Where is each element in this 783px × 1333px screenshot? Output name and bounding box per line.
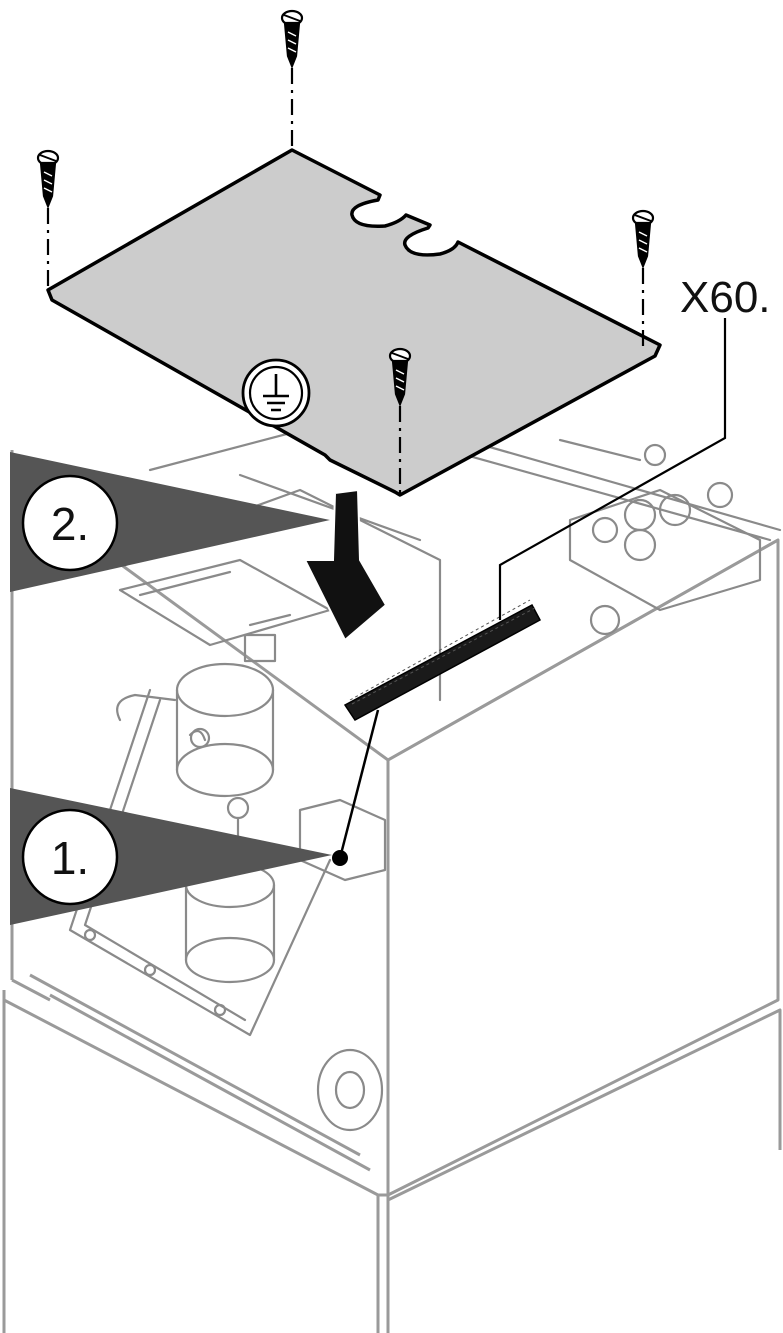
terminal-strip-ridges: [349, 599, 536, 705]
screw-front: [388, 347, 412, 407]
screw-right: [631, 209, 655, 269]
callout-2: 2.: [21, 474, 119, 572]
terminal-stud-5: [706, 481, 734, 509]
ground-cable-line: [338, 709, 380, 859]
protective-earth-icon: [241, 358, 311, 428]
ground-cable-end: [332, 850, 348, 866]
compressor-top: [175, 662, 275, 718]
x60-leader: [498, 318, 727, 620]
screw-left: [36, 149, 60, 209]
callout-2-circle: [21, 474, 119, 572]
cover-plate-shape: [46, 148, 662, 497]
callout-1-label: 1.: [51, 832, 89, 884]
terminal-stud-6: [643, 443, 667, 467]
terminal-stud-4: [591, 516, 619, 544]
lower-cylinder-base: [184, 936, 276, 984]
screws: [36, 9, 655, 407]
screw-axis-lines: [46, 68, 645, 494]
callout-1: 1.: [21, 808, 119, 906]
housing-base: [2, 990, 782, 1333]
top-deck: [148, 418, 782, 542]
base-rail: [29, 973, 371, 1172]
terminal-strip-body: [343, 603, 542, 721]
valve: [226, 796, 250, 820]
down-arrow-shape: [303, 488, 388, 642]
control-board: [118, 558, 332, 647]
pipe-fitting: [189, 727, 211, 749]
housing-right-face: [386, 538, 780, 1197]
screw-top: [280, 9, 304, 69]
terminal-strip-x60: [343, 599, 542, 721]
relay-block: [243, 633, 277, 663]
fan-motor: [316, 1048, 384, 1132]
compressor-body: [175, 688, 275, 772]
callout-1-circle: [21, 808, 119, 906]
cover-plate: [46, 148, 662, 497]
callout-2-label: 2.: [51, 498, 89, 550]
terminal-stud-3: [623, 528, 657, 562]
ground-cable: [332, 709, 380, 866]
terminal-stud-2: [658, 493, 692, 527]
lower-cylinder-body: [184, 883, 276, 962]
x60-leader-line: [498, 318, 727, 620]
inner-frame-holes: [83, 928, 227, 1017]
down-arrow: [303, 488, 388, 642]
compressor-mid: [175, 742, 275, 798]
connection-housing: [568, 488, 762, 612]
housing-top-edge: [59, 518, 779, 762]
pipe-stub: [589, 604, 621, 636]
fan-motor-cap: [334, 1070, 366, 1110]
mount-block: [298, 798, 387, 882]
terminal-label: X60.: [680, 273, 771, 322]
